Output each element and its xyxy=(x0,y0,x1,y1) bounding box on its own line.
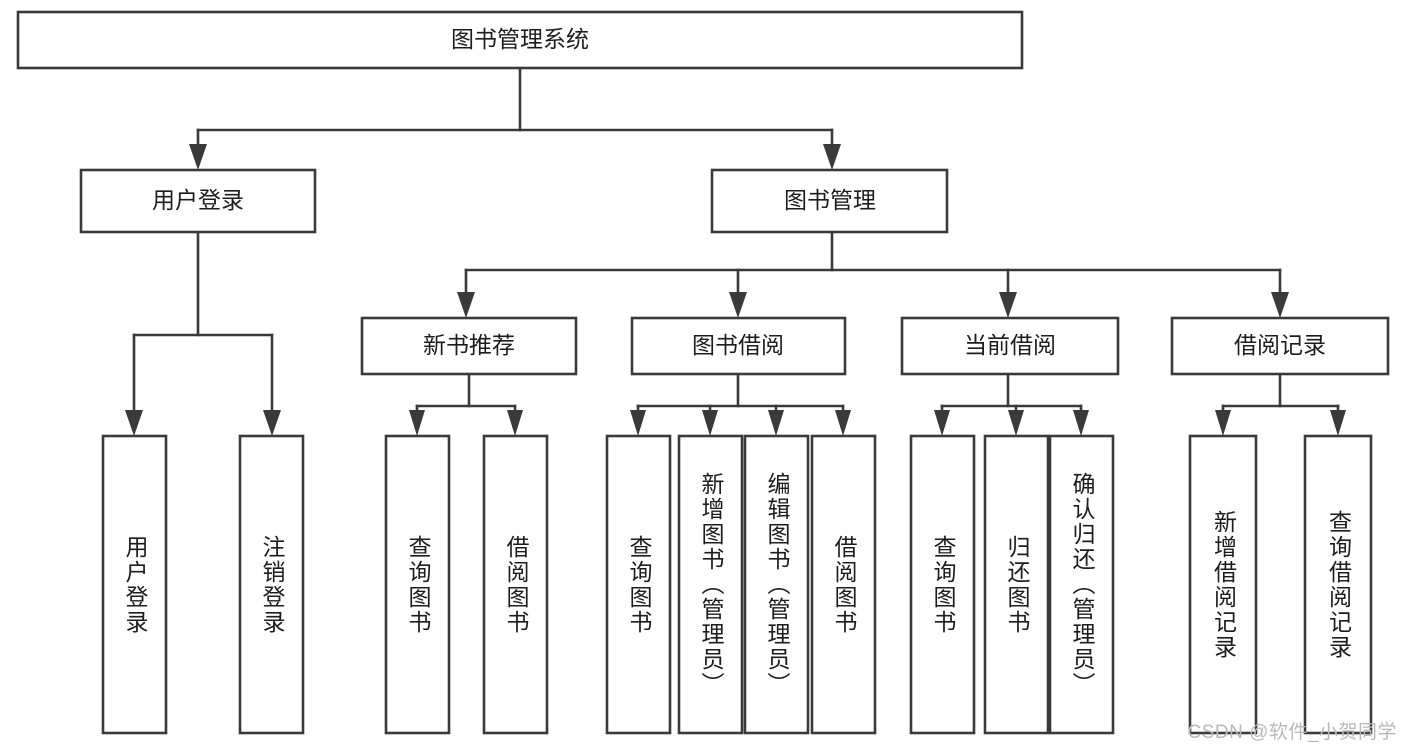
node-book-borrow[interactable]: 图书借阅 xyxy=(630,316,847,376)
leaf-box-layer xyxy=(101,434,1373,735)
arrow-head-new-book-rec xyxy=(457,292,475,318)
arrow-head-leaf-user-login xyxy=(125,410,143,436)
node-borrow-record-label: 借阅记录 xyxy=(1234,332,1326,358)
node-book-borrow-label: 图书借阅 xyxy=(692,332,784,358)
node-borrow-record[interactable]: 借阅记录 xyxy=(1170,316,1390,376)
node-root-label: 图书管理系统 xyxy=(451,26,589,52)
arrow-head-book-manage xyxy=(823,144,841,170)
arrow-head-leaf-logout xyxy=(263,410,281,436)
node-current-borrow-box[interactable] xyxy=(900,316,1120,376)
arrow-head-leaf-borrow-book-2 xyxy=(835,410,851,436)
arrow-head-leaf-query-book-2 xyxy=(630,410,646,436)
arrow-head-current-borrow xyxy=(999,292,1017,318)
leaf-edit-book-box[interactable] xyxy=(743,434,810,735)
leaf-borrow-book-2-box[interactable] xyxy=(810,434,877,735)
arrow-head-leaf-query-borrow-rec xyxy=(1330,410,1346,436)
arrow-head-borrow-record xyxy=(1271,292,1289,318)
node-book-manage-box[interactable] xyxy=(710,168,949,234)
leaf-query-book-3-box[interactable] xyxy=(909,434,976,735)
node-book-manage-label: 图书管理 xyxy=(784,187,876,213)
connector-layer xyxy=(125,66,1346,436)
leaf-logout-box[interactable] xyxy=(238,434,305,735)
csdn-watermark: CSDN @软件_小贺同学 xyxy=(1187,722,1397,743)
leaf-user-login-box[interactable] xyxy=(101,434,168,735)
node-current-borrow[interactable]: 当前借阅 xyxy=(900,316,1120,376)
node-user-login-label: 用户登录 xyxy=(152,187,244,213)
node-root-box[interactable] xyxy=(16,10,1024,70)
node-root[interactable]: 图书管理系统 xyxy=(16,10,1024,70)
arrow-head-user-login xyxy=(189,144,207,170)
node-new-book-rec[interactable]: 新书推荐 xyxy=(360,316,578,376)
leaf-add-borrow-rec-box[interactable] xyxy=(1188,434,1258,735)
node-user-login[interactable]: 用户登录 xyxy=(79,168,317,234)
arrow-head-book-borrow xyxy=(729,292,747,318)
node-new-book-rec-label: 新书推荐 xyxy=(423,332,515,358)
node-book-manage[interactable]: 图书管理 xyxy=(710,168,949,234)
node-layer: 图书管理系统 用户登录 图书管理 新书推荐 图书借阅 xyxy=(16,10,1390,376)
arrow-head-leaf-return-book xyxy=(1008,410,1024,436)
leaf-query-book-1-box[interactable] xyxy=(384,434,451,735)
node-user-login-box[interactable] xyxy=(79,168,317,234)
arrow-head-leaf-borrow-book-1 xyxy=(507,410,523,436)
arrow-head-leaf-confirm-return xyxy=(1073,410,1089,436)
arrow-head-leaf-add-book xyxy=(702,410,718,436)
leaf-query-book-2-box[interactable] xyxy=(605,434,672,735)
leaf-return-book-box[interactable] xyxy=(983,434,1050,735)
leaf-query-borrow-rec-box[interactable] xyxy=(1303,434,1373,735)
arrow-head-leaf-edit-book xyxy=(768,410,784,436)
leaf-borrow-book-1-box[interactable] xyxy=(482,434,549,735)
arrow-head-leaf-query-book-3 xyxy=(934,410,950,436)
node-current-borrow-label: 当前借阅 xyxy=(964,332,1056,358)
leaf-confirm-return-box[interactable] xyxy=(1048,434,1115,735)
node-borrow-record-box[interactable] xyxy=(1170,316,1390,376)
node-book-borrow-box[interactable] xyxy=(630,316,847,376)
leaf-add-book-box[interactable] xyxy=(677,434,744,735)
arrow-head-leaf-query-book-1 xyxy=(409,410,425,436)
node-new-book-rec-box[interactable] xyxy=(360,316,578,376)
arrow-head-leaf-add-borrow-rec xyxy=(1215,410,1231,436)
